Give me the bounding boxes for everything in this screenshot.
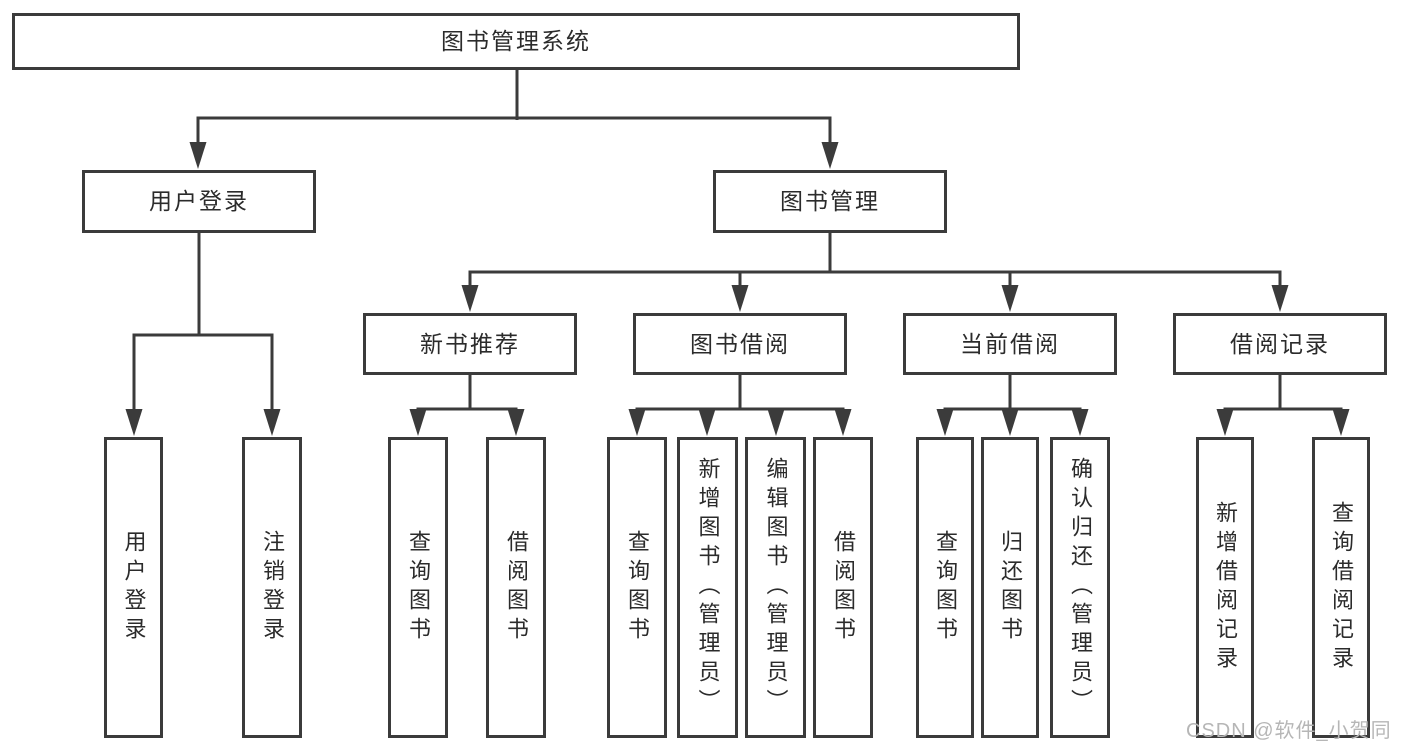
node-root-library-system: 图书管理系统 bbox=[12, 13, 1020, 70]
node-user-login: 用户登录 bbox=[82, 170, 316, 233]
node-book-management: 图书管理 bbox=[713, 170, 947, 233]
leaf-add-borrow-record: 新增借阅记录 bbox=[1196, 437, 1254, 738]
leaf-logout: 注销登录 bbox=[242, 437, 302, 738]
leaf-query-books-current: 查询图书 bbox=[916, 437, 974, 738]
connector-book-management-to-level3 bbox=[468, 233, 1282, 290]
leaf-edit-books-admin: 编辑图书（管理员） bbox=[745, 437, 806, 738]
leaf-add-books-admin: 新增图书（管理员） bbox=[677, 437, 738, 738]
connector-current-borrow-to-children bbox=[943, 375, 1082, 413]
connector-root-to-level2 bbox=[196, 70, 832, 146]
leaf-query-books-borrow: 查询图书 bbox=[607, 437, 667, 738]
node-new-book-recommend: 新书推荐 bbox=[363, 313, 577, 375]
leaf-borrow-books-recommend: 借阅图书 bbox=[486, 437, 546, 738]
leaf-user-login: 用户登录 bbox=[104, 437, 163, 738]
connector-new-book-to-children bbox=[416, 375, 518, 413]
leaf-borrow-books: 借阅图书 bbox=[813, 437, 873, 738]
leaf-return-books: 归还图书 bbox=[981, 437, 1039, 738]
leaf-query-books-recommend: 查询图书 bbox=[388, 437, 448, 738]
connector-borrow-records-to-children bbox=[1223, 375, 1343, 413]
connector-book-borrow-to-children bbox=[635, 375, 845, 413]
node-borrow-records: 借阅记录 bbox=[1173, 313, 1387, 375]
connector-user-login-to-children bbox=[132, 233, 274, 412]
node-current-borrow: 当前借阅 bbox=[903, 313, 1117, 375]
leaf-query-borrow-record: 查询借阅记录 bbox=[1312, 437, 1370, 738]
leaf-confirm-return-admin: 确认归还（管理员） bbox=[1050, 437, 1110, 738]
node-book-borrow: 图书借阅 bbox=[633, 313, 847, 375]
